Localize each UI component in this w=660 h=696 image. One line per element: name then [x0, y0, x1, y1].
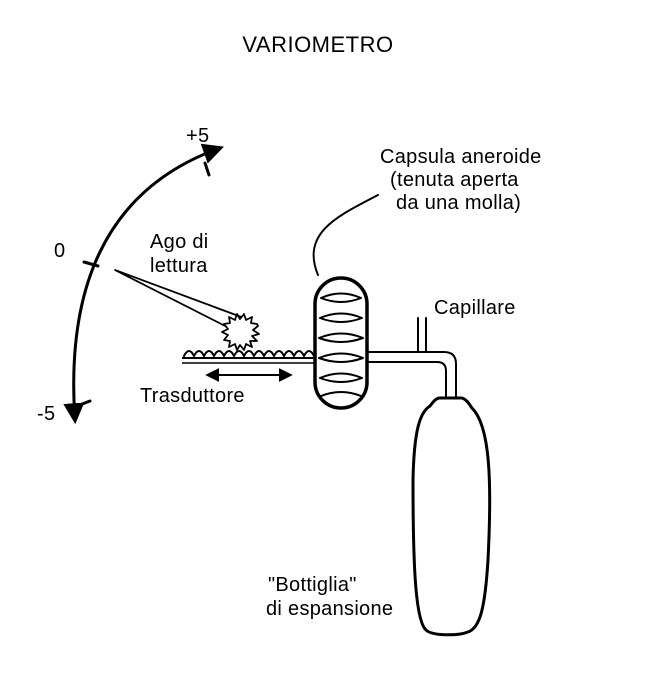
bottle-label: "Bottiglia" di espansione — [266, 574, 393, 620]
scale-label-zero: 0 — [54, 240, 65, 262]
expansion-bottle — [411, 396, 492, 637]
scale-label-minus5: -5 — [37, 403, 55, 425]
aneroid-capsule — [313, 276, 369, 410]
needle-label: Ago di lettura — [150, 231, 214, 277]
reading-needle — [114, 269, 245, 333]
scale-label-plus5: +5 — [186, 125, 209, 147]
capsule-label: Capsula aneroide (tenuta aperta da una m… — [380, 146, 547, 214]
capsule-leader-line — [312, 194, 379, 276]
gear — [221, 313, 260, 351]
tick-minus5 — [75, 399, 92, 408]
tick-zero — [82, 260, 100, 268]
transducer-rack — [182, 350, 320, 364]
capillary-label: Capillare — [434, 297, 516, 319]
tick-plus5 — [203, 161, 211, 177]
scale-arc — [63, 143, 224, 425]
tubing — [366, 317, 457, 399]
transducer-label: Trasduttore — [140, 385, 245, 407]
diagram-title: VARIOMETRO — [242, 32, 393, 57]
